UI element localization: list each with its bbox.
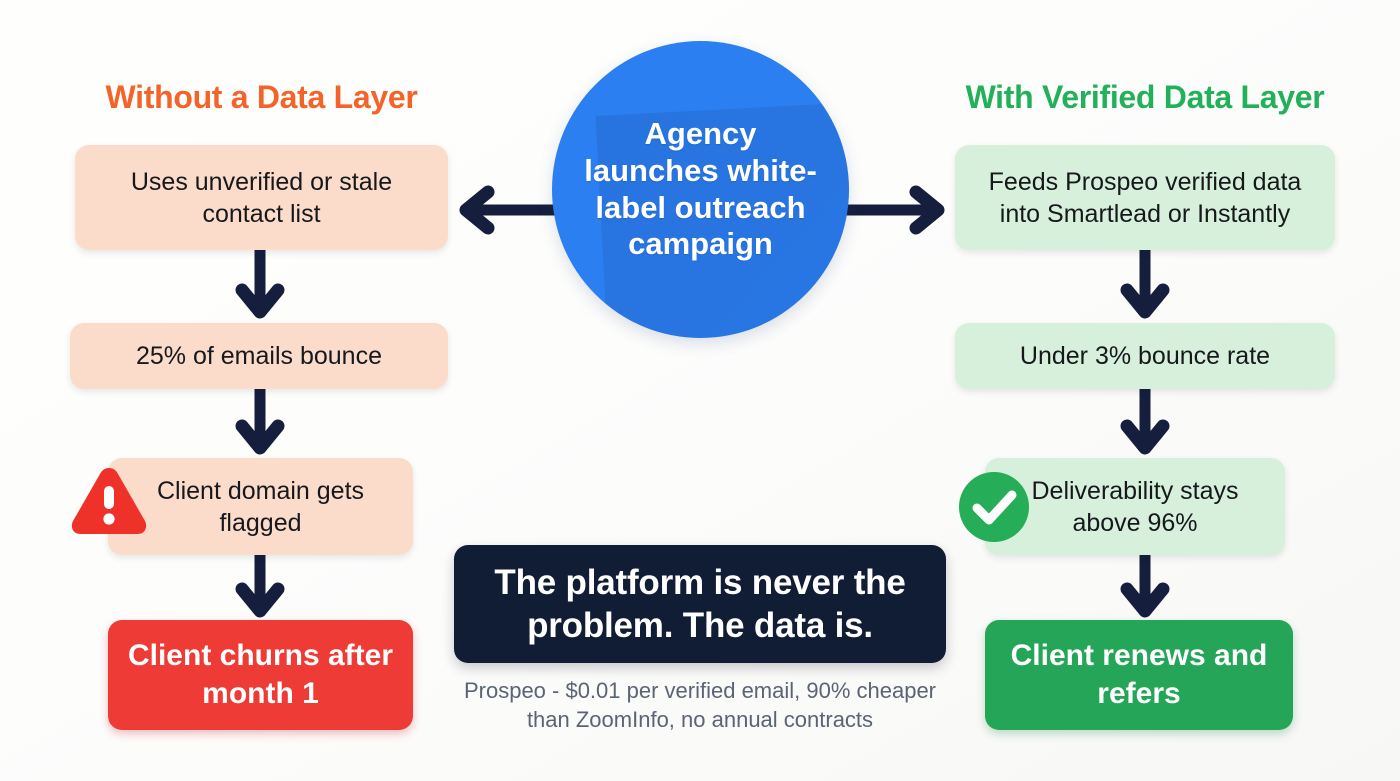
- node-domain-flagged[interactable]: Client domain gets flagged: [108, 458, 413, 555]
- callout-subnote: Prospeo - $0.01 per verified email, 90% …: [463, 678, 937, 733]
- hub-label: Agency launches white-label outreach cam…: [584, 115, 817, 262]
- node-deliverability-stays[interactable]: Deliverability stays above 96%: [985, 458, 1285, 555]
- connector-r3-to-r4: [1120, 555, 1170, 618]
- connector-l2-to-l3: [235, 389, 285, 455]
- node-label: Under 3% bounce rate: [1019, 342, 1271, 370]
- connector-hub-to-right: [844, 185, 945, 235]
- node-label: Client churns after month 1: [127, 638, 394, 710]
- node-label: 25% of emails bounce: [136, 342, 382, 370]
- node-label: Uses unverified or stale contact list: [130, 167, 393, 228]
- node-emails-bounce[interactable]: 25% of emails bounce: [70, 323, 448, 389]
- connector-l3-to-l4: [235, 555, 285, 618]
- node-client-churns[interactable]: Client churns after month 1: [108, 620, 413, 730]
- connector-r1-to-r2: [1120, 250, 1170, 319]
- node-label: Feeds Prospeo verified data into Smartle…: [988, 167, 1302, 228]
- connector-l1-to-l2: [235, 250, 285, 319]
- connector-hub-to-left: [459, 185, 556, 235]
- hub-circle[interactable]: Agency launches white-label outreach cam…: [552, 41, 849, 338]
- node-label: Client renews and refers: [1010, 638, 1268, 710]
- node-label: Deliverability stays above 96%: [1031, 476, 1239, 537]
- node-client-renews[interactable]: Client renews and refers: [985, 620, 1293, 730]
- warning-triangle-icon: [71, 468, 147, 534]
- right-column-title: With Verified Data Layer: [965, 79, 1325, 115]
- check-circle-icon: [959, 472, 1029, 542]
- node-under-bounce-rate[interactable]: Under 3% bounce rate: [955, 323, 1335, 389]
- callout-banner: The platform is never the problem. The d…: [454, 545, 946, 663]
- callout-headline: The platform is never the problem. The d…: [494, 562, 906, 645]
- node-label: Client domain gets flagged: [156, 476, 365, 537]
- connector-r2-to-r3: [1120, 389, 1170, 455]
- left-column-title: Without a Data Layer: [105, 79, 418, 115]
- node-uses-unverified-list[interactable]: Uses unverified or stale contact list: [75, 145, 448, 250]
- node-feeds-prospeo-data[interactable]: Feeds Prospeo verified data into Smartle…: [955, 145, 1335, 250]
